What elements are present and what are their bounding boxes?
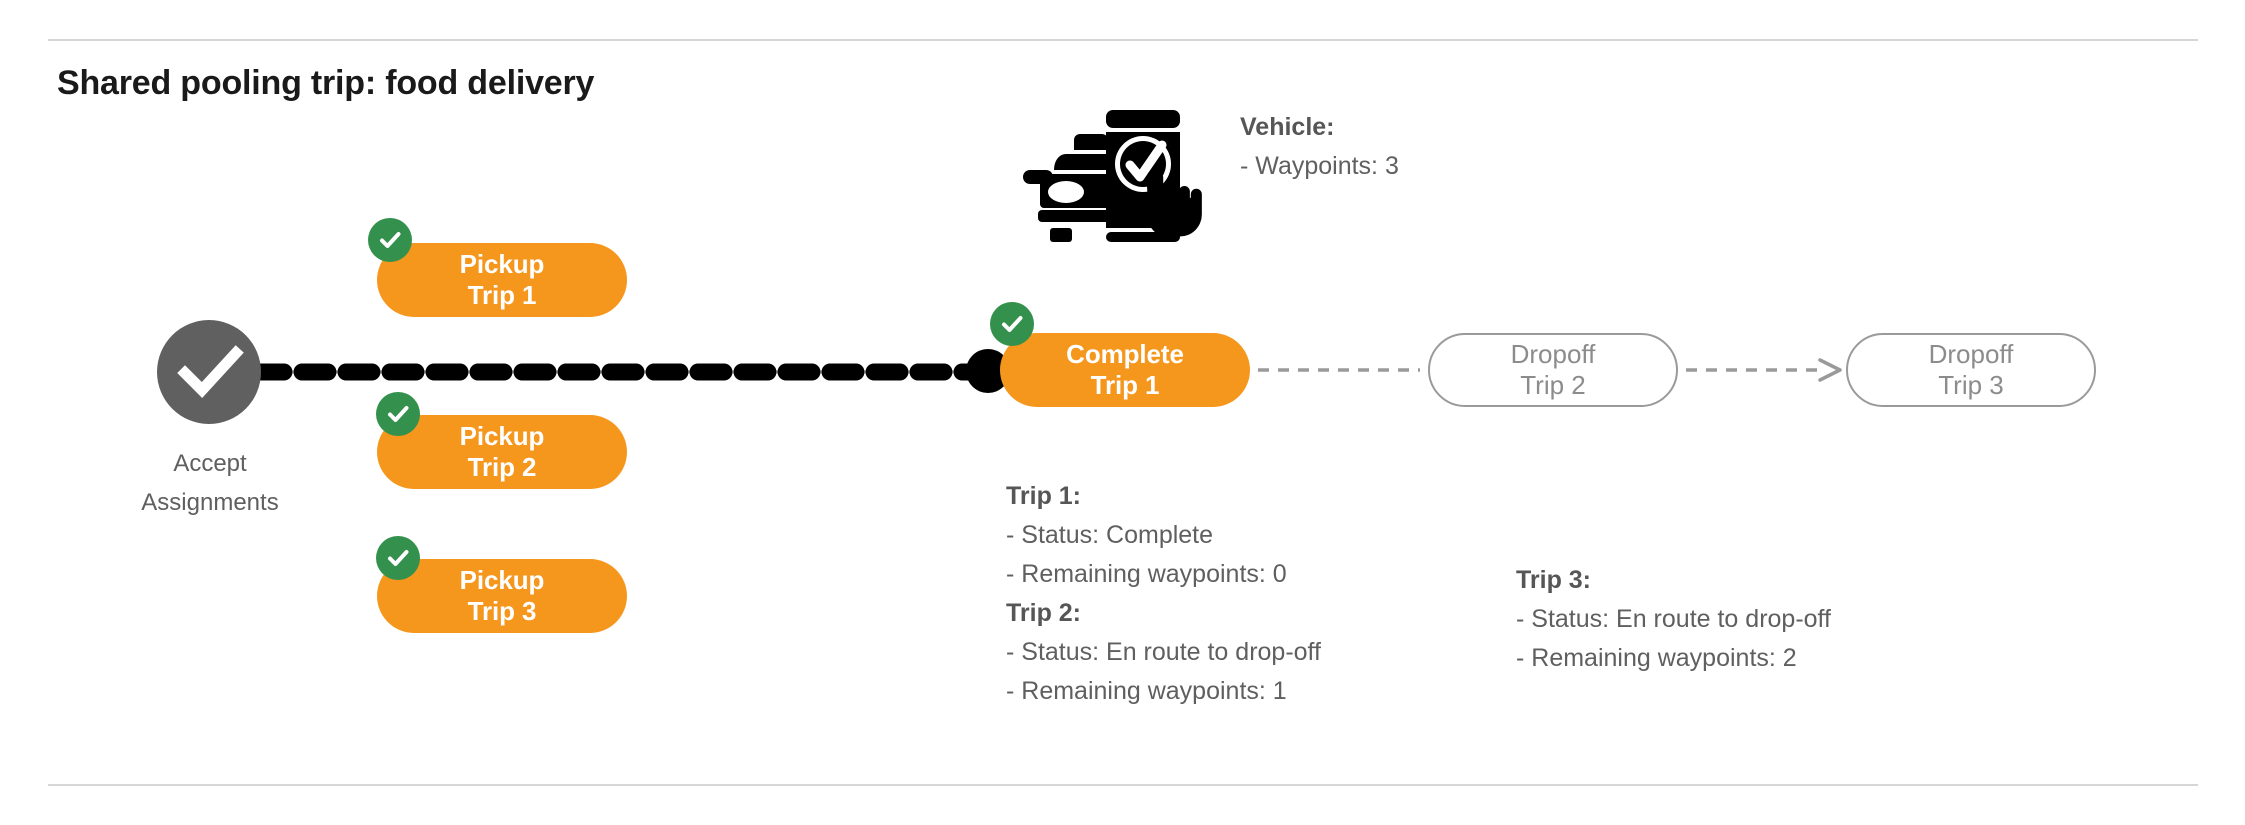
dropoff-trip-3-line1: Dropoff [1928,339,2014,369]
dropoff-trip-3-node[interactable]: Dropoff Trip 3 [1846,333,2096,407]
accept-assignments-node[interactable] [157,320,261,424]
check-badge-pickup-1 [368,218,412,262]
pickup-trip-2-line1: Pickup [459,421,545,451]
complete-trip-1-line1: Complete [1066,339,1184,369]
vehicle-info-block: Vehicle: - Waypoints: 3 [1240,108,1399,186]
check-icon [388,550,409,566]
vehicle-info-header: Vehicle: [1240,113,1335,141]
check-badge-pickup-3 [376,536,420,580]
car-phone-check-icon [1022,82,1202,242]
top-divider [48,39,2198,41]
bottom-divider [48,784,2198,786]
accept-assignments-label: Accept Assignments [95,444,325,522]
check-icon [380,232,401,248]
page-title: Shared pooling trip: food delivery [57,64,595,102]
pickup-trip-2-line2: Trip 2 [467,452,537,482]
check-icon [1002,316,1023,332]
trip-2-header: Trip 2: [1006,599,1082,627]
trip-2-remaining: - Remaining waypoints: 1 [1006,677,1287,705]
complete-trip-1-line2: Trip 1 [1090,370,1160,400]
check-icon [388,406,409,422]
trip-1-remaining: - Remaining waypoints: 0 [1006,560,1287,588]
trip-1-status: - Status: Complete [1006,521,1214,549]
check-badge-complete-1 [990,302,1034,346]
pickup-trip-1-line1: Pickup [459,249,545,279]
trip-3-header: Trip 3: [1516,566,1592,594]
dropoff-trip-3-line2: Trip 3 [1938,370,2004,400]
trip-3-status: - Status: En route to drop-off [1516,605,1831,633]
pickup-trip-1-line2: Trip 1 [467,280,537,310]
check-badge-pickup-2 [376,392,420,436]
accept-label-line2: Assignments [141,489,279,516]
check-icon [177,345,244,398]
complete-trip-1-node[interactable]: Complete Trip 1 [1000,333,1250,407]
pickup-trip-3-line1: Pickup [459,565,545,595]
trip-1-header: Trip 1: [1006,482,1082,510]
pickup-trip-2-node[interactable]: Pickup Trip 2 [377,415,627,489]
accept-label-line1: Accept [173,450,247,477]
vehicle-info-waypoints: - Waypoints: 3 [1240,152,1399,180]
dropoff-trip-2-node[interactable]: Dropoff Trip 2 [1428,333,1678,407]
pickup-trip-1-node[interactable]: Pickup Trip 1 [377,243,627,317]
trip-1-2-info-block: Trip 1: - Status: Complete - Remaining w… [1006,477,1321,711]
dropoff-trip-2-line2: Trip 2 [1520,370,1586,400]
dropoff-trip-2-line1: Dropoff [1510,339,1596,369]
pickup-trip-3-line2: Trip 3 [467,596,537,626]
trip-2-status: - Status: En route to drop-off [1006,638,1321,666]
trip-3-remaining: - Remaining waypoints: 2 [1516,644,1797,672]
pickup-trip-3-node[interactable]: Pickup Trip 3 [377,559,627,633]
trip-3-info-block: Trip 3: - Status: En route to drop-off -… [1516,561,1831,678]
